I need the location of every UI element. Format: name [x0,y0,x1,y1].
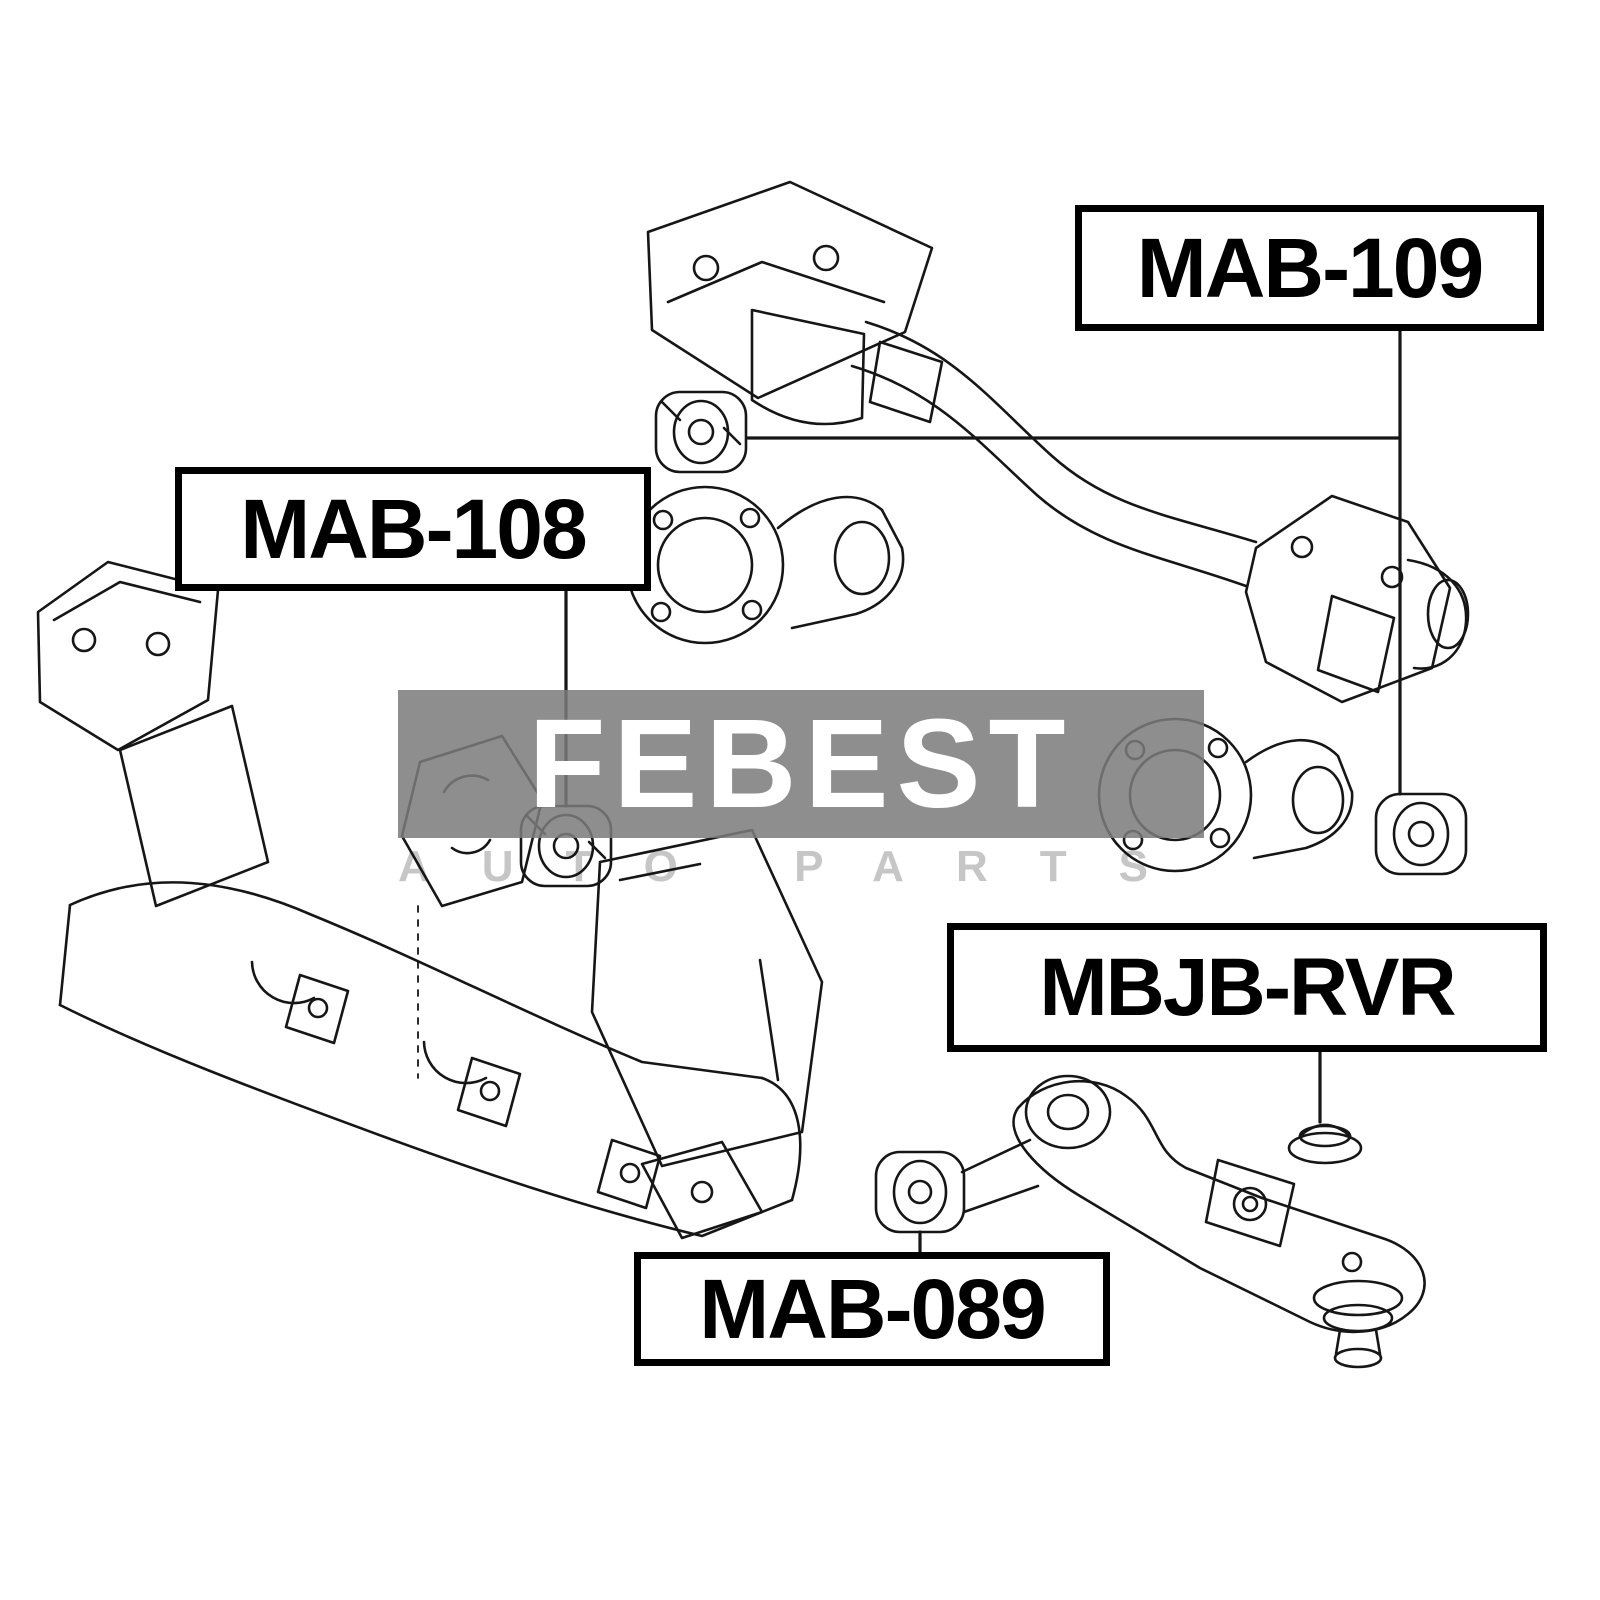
diff-flange-left-drawing [625,485,905,645]
lower-control-arm-drawing [960,1074,1426,1369]
part-label-mab-109: MAB-109 [1075,205,1544,331]
watermark-brand: FEBEST [528,693,1074,834]
ball-joint-boot-drawing [1287,1123,1363,1165]
right-mount-bracket-drawing [1244,494,1470,704]
stabilizer-stay-drawing [646,180,1258,588]
front-subframe-drawing [36,560,824,1240]
part-label-mbjb-rvr: MBJB-RVR [947,923,1547,1052]
bushing-mab-089-drawing [874,1150,966,1234]
bushing-mab-109-front-drawing [654,390,748,474]
part-label-mab-089: MAB-089 [634,1252,1110,1366]
bushing-mab-109-rear-drawing [1374,792,1468,876]
watermark-band: FEBEST [398,690,1204,838]
part-label-mab-108: MAB-108 [175,467,651,591]
